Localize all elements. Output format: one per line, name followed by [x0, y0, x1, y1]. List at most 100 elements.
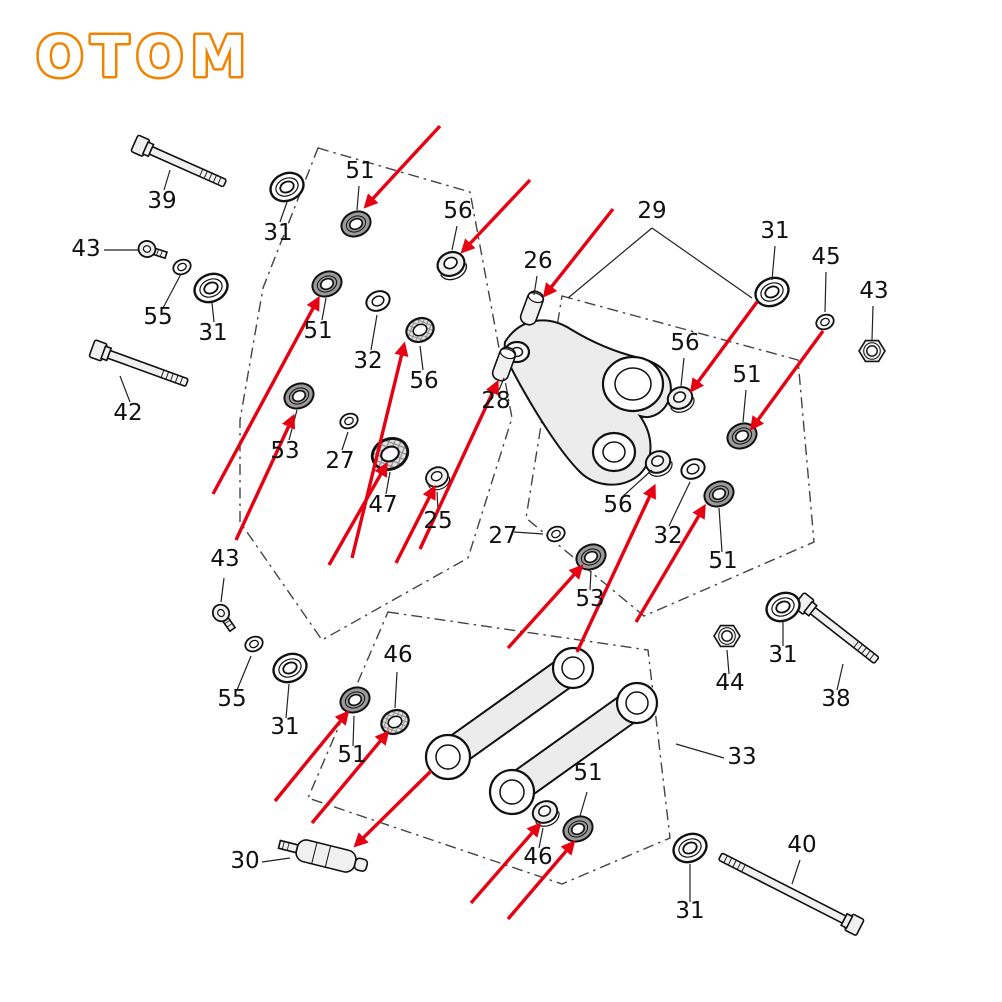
part-27a [339, 412, 359, 430]
part-31f [672, 832, 708, 864]
part-28 [491, 346, 517, 382]
part-label-31: 31 [270, 714, 299, 740]
part-label-45: 45 [811, 244, 840, 270]
leader-line [279, 201, 288, 223]
part-label-55: 55 [217, 686, 246, 712]
part-25 [425, 466, 451, 491]
part-label-51: 51 [708, 548, 737, 574]
leader-line [352, 715, 355, 747]
part-31c [754, 276, 790, 308]
callout-arrow [353, 769, 433, 848]
part-label-30: 30 [230, 848, 259, 874]
callout-arrow [506, 564, 584, 650]
part-label-33: 33 [727, 744, 756, 770]
leader-line [163, 169, 171, 191]
callout-arrow [460, 178, 532, 254]
hardware-parts [88, 134, 886, 936]
assembly-boundary [307, 611, 671, 885]
leader-line [824, 271, 827, 313]
callout-arrow [394, 484, 436, 564]
leader-line [836, 663, 844, 691]
part-26 [519, 290, 545, 326]
callout-arrow [542, 207, 615, 298]
leader-line [742, 389, 747, 423]
part-44 [713, 624, 741, 648]
link-eye-bore [435, 744, 461, 770]
part-label-32: 32 [353, 348, 382, 374]
part-46a [380, 708, 410, 736]
part-label-51: 51 [732, 362, 761, 388]
part-label-56: 56 [409, 368, 438, 394]
leader-line [668, 481, 691, 527]
callout-arrow [363, 124, 442, 209]
part-51a [340, 210, 372, 238]
callout-arrow [418, 379, 499, 550]
part-51f [562, 815, 594, 843]
part-56a [436, 250, 468, 281]
part-label-53: 53 [575, 586, 604, 612]
callout-arrow [234, 413, 295, 541]
callout-arrow [327, 461, 388, 566]
part-51b [311, 270, 343, 298]
leader-line [871, 305, 874, 341]
callout-arrows [211, 124, 825, 921]
leader-line [579, 791, 588, 817]
callout-arrow [506, 840, 576, 921]
leader-line [285, 683, 290, 719]
leader-line [162, 273, 182, 309]
part-51e [339, 686, 371, 714]
leader-line [791, 859, 801, 885]
part-label-39: 39 [147, 188, 176, 214]
part-label-43: 43 [210, 546, 239, 572]
part-label-38: 38 [821, 686, 850, 712]
part-56d [644, 450, 673, 477]
part-45 [815, 313, 835, 331]
leader-line [675, 743, 725, 759]
part-label-44: 44 [715, 670, 744, 696]
link-eye-bore [499, 779, 525, 805]
part-label-51: 51 [345, 158, 374, 184]
leader-line [419, 345, 424, 371]
rocker-eye-large-bore [614, 367, 652, 401]
part-label-27: 27 [488, 523, 517, 549]
part-label-25: 25 [423, 508, 452, 534]
leader-line [680, 357, 685, 387]
part-label-32: 32 [653, 523, 682, 549]
linkage-arm-33 [424, 646, 659, 816]
leader-line [589, 570, 592, 591]
leader-line [718, 507, 723, 553]
part-39 [130, 134, 227, 188]
part-label-28: 28 [481, 388, 510, 414]
part-label-31: 31 [263, 220, 292, 246]
part-label-27: 27 [325, 448, 354, 474]
link-eye-bore [561, 656, 585, 680]
leader-line [119, 375, 131, 403]
rocker-eye-lower-bore [602, 441, 626, 463]
brand-logo: OTOM [36, 25, 253, 90]
leader-line [533, 275, 538, 296]
part-label-56: 56 [443, 198, 472, 224]
leader-line [341, 431, 349, 451]
part-53a [283, 382, 315, 410]
part-51d [703, 480, 735, 508]
callout-arrow [310, 730, 390, 825]
part-40 [718, 852, 865, 936]
leader-line [356, 185, 360, 211]
part-43b [858, 339, 886, 363]
part-label-51: 51 [303, 318, 332, 344]
part-label-56: 56 [603, 492, 632, 518]
callout-arrow [749, 329, 825, 431]
part-43c [211, 603, 237, 633]
part-38 [793, 592, 880, 664]
leader-line [451, 225, 458, 251]
leader-line [513, 531, 544, 535]
leader-line [236, 655, 252, 691]
leader-line [726, 649, 730, 675]
part-31e [272, 652, 308, 684]
leader-line [538, 827, 544, 849]
part-label-43: 43 [71, 236, 100, 262]
leader-line [220, 577, 225, 603]
